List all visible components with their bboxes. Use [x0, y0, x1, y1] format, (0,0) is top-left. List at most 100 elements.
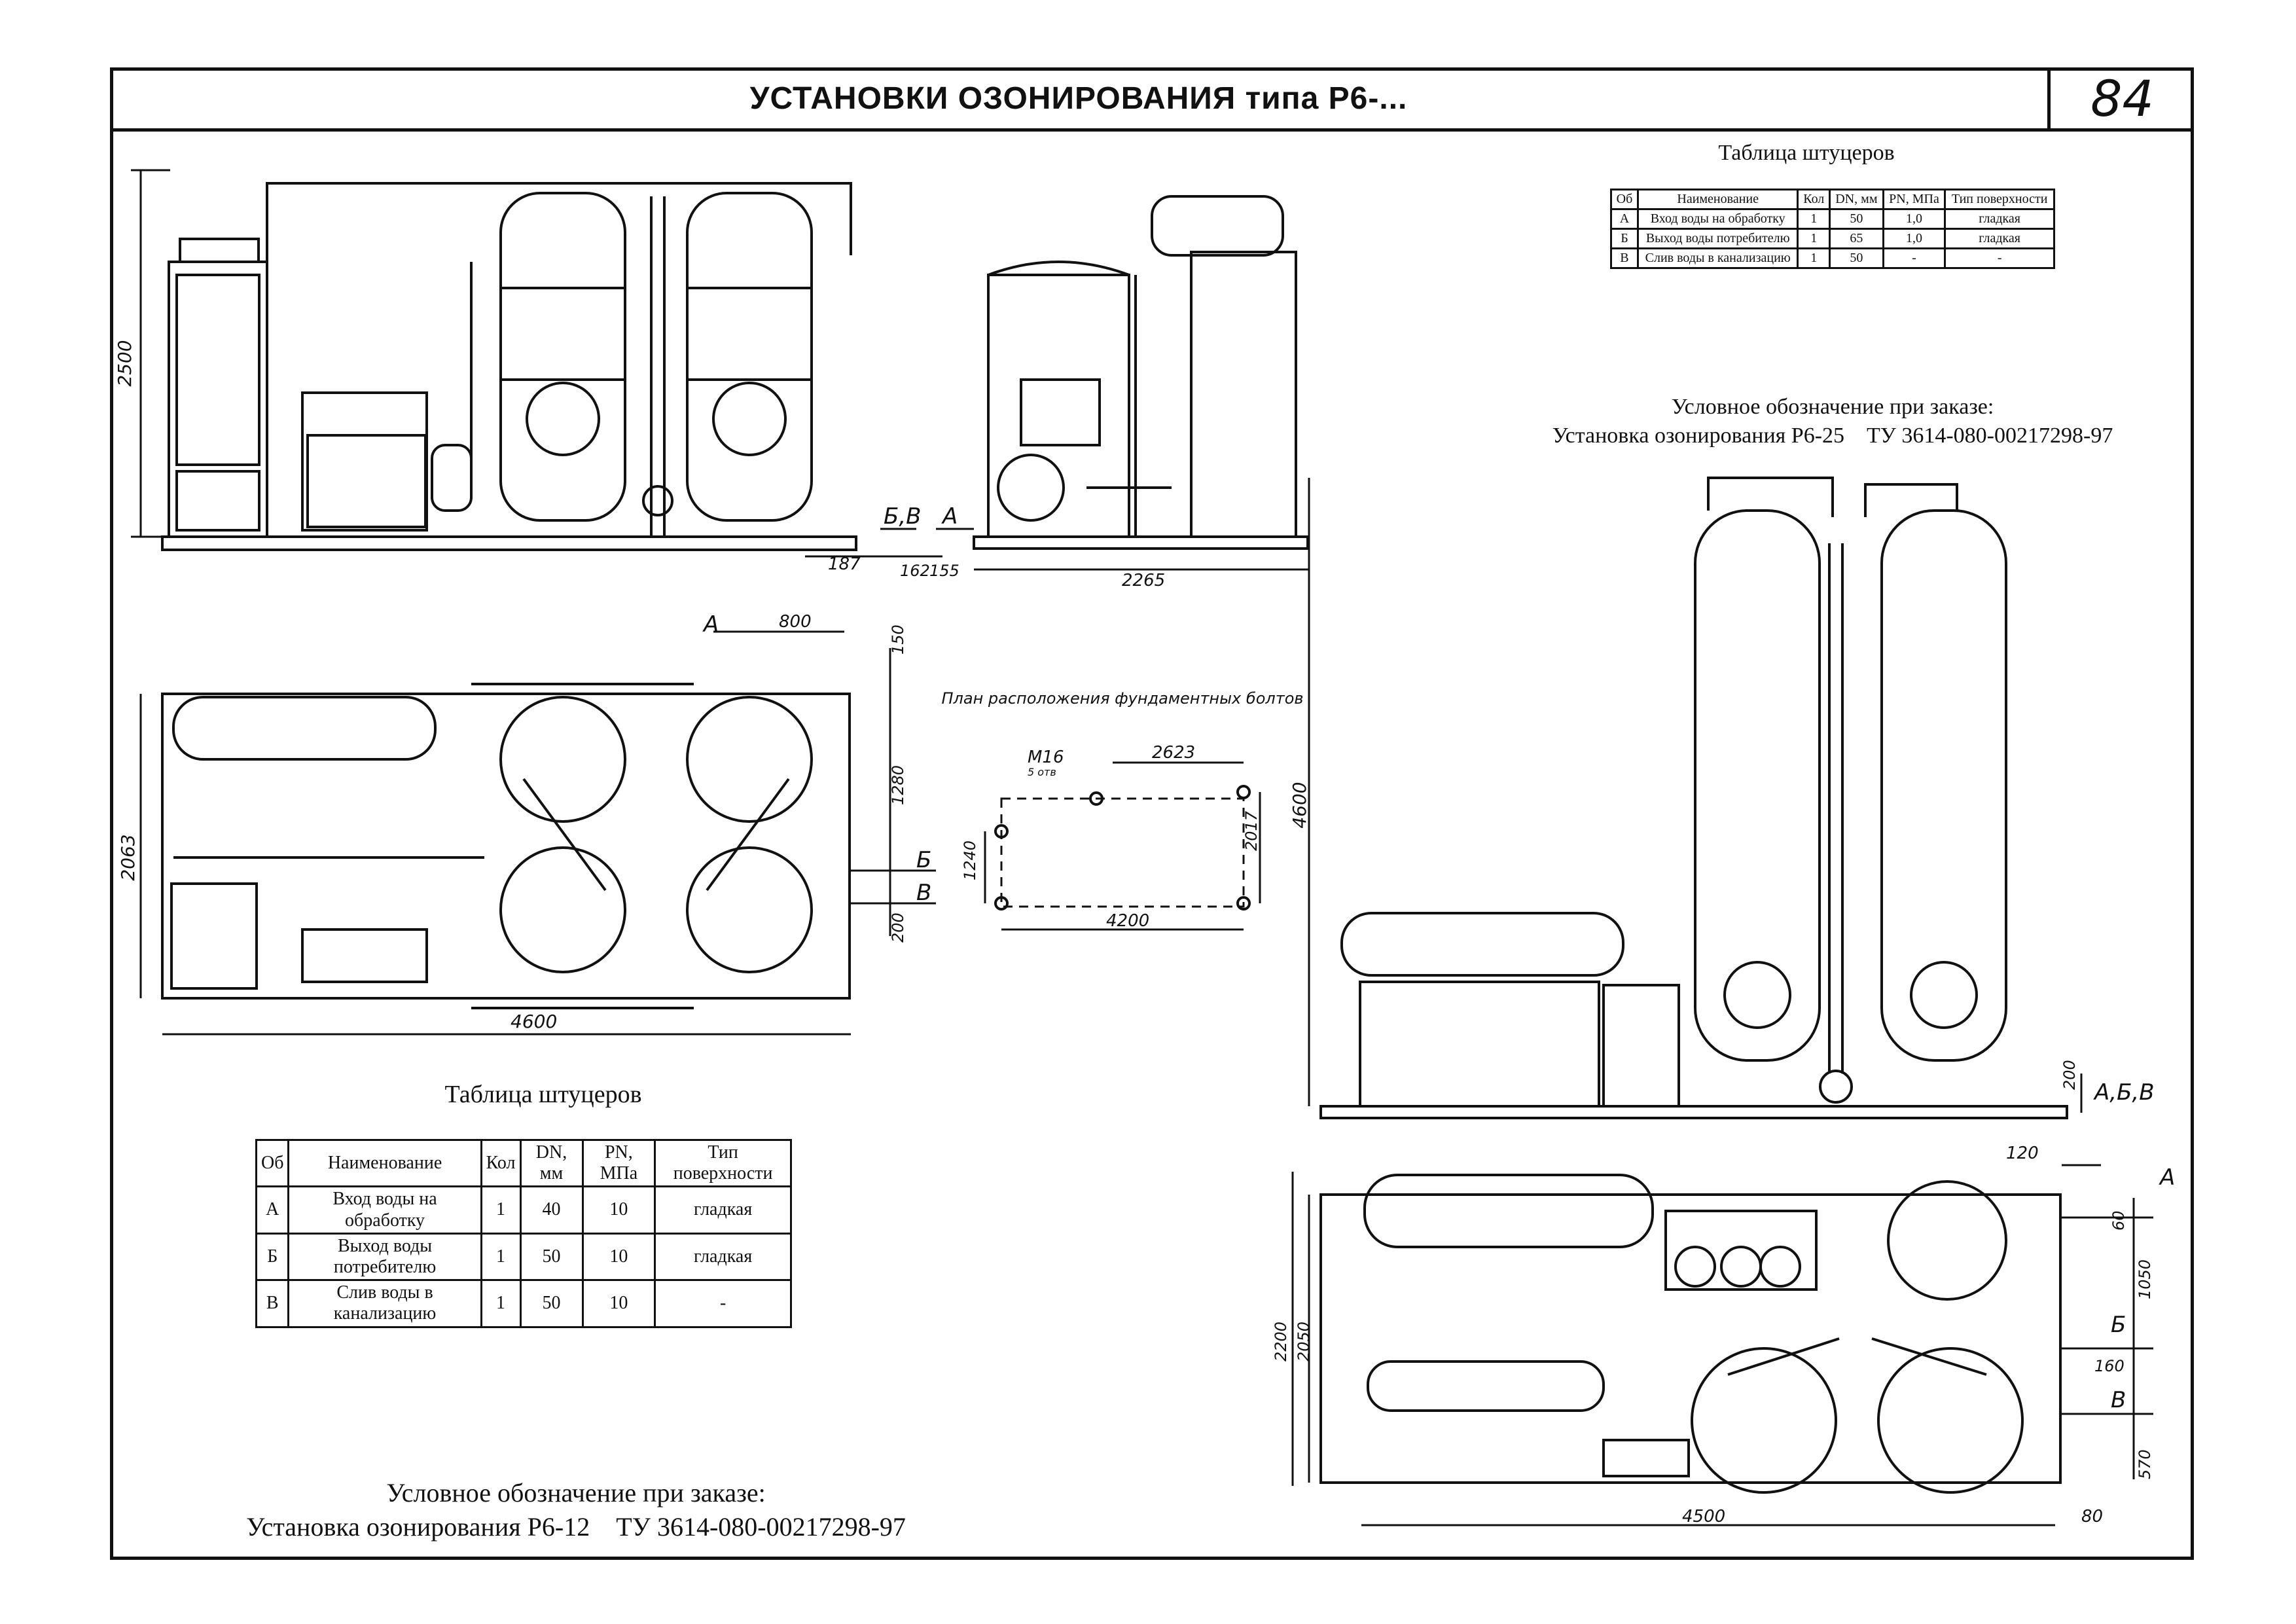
order-value: Установка озонирования Р6-25 ТУ 3614-080…	[1552, 424, 2113, 448]
table-cell: гладкая	[654, 1185, 792, 1235]
table-cell: 10	[581, 1232, 656, 1282]
dim-rp-1050: 1050	[2136, 1259, 2154, 1299]
table-cell: 50	[519, 1232, 584, 1282]
dim-plan-200: 200	[889, 912, 907, 943]
dim-front-187: 187	[828, 554, 861, 574]
label-rp-v: В	[2111, 1387, 2126, 1413]
dim-r6-25-200: 200	[2060, 1060, 2079, 1090]
table-cell: -	[654, 1279, 792, 1328]
order-value: Установка озонирования Р6-12 ТУ 3614-080…	[246, 1512, 906, 1542]
label-plan-a: А	[702, 611, 719, 638]
table-cell: Б	[255, 1232, 290, 1282]
bolts-plan-title: План расположения фундаментных болтов	[941, 689, 1303, 708]
dim-front-162: 162	[900, 562, 930, 580]
dim-bolts-2017: 2017	[1242, 810, 1261, 851]
title-block: УСТАНОВКИ ОЗОНИРОВАНИЯ типа Р6-... 84	[110, 67, 2194, 132]
label-side-connection: А	[941, 503, 958, 530]
dim-rp-60: 60	[2109, 1210, 2128, 1231]
table-cell: 10	[581, 1185, 656, 1235]
large-table-header: PN, МПа	[581, 1138, 656, 1188]
table-cell: Вход воды на обработку	[287, 1185, 482, 1235]
large-table-caption: Таблица штуцеров	[444, 1081, 642, 1108]
table-cell: 10	[581, 1279, 656, 1328]
table-cell: Вход воды на обработку	[1636, 208, 1799, 230]
small-table-header: Кол	[1797, 189, 1831, 210]
dim-rp-2200: 2200	[1272, 1322, 1290, 1362]
order-label: Условное обозначение при заказе:	[1671, 395, 1994, 419]
order-designation-r6-25: Условное обозначение при заказе: Установ…	[1505, 393, 2160, 450]
dim-rp-80: 80	[2081, 1507, 2103, 1526]
table-cell: 50	[1829, 247, 1884, 269]
label-plan-v: В	[916, 880, 931, 906]
table-cell: 1	[1797, 208, 1831, 230]
small-table-header: Об	[1610, 189, 1639, 210]
front-view-drawing	[131, 169, 942, 558]
table-cell: -	[1944, 247, 2055, 269]
large-table-header: Об	[255, 1138, 290, 1188]
table-cell: 65	[1829, 228, 1884, 249]
dim-plan-width: 4600	[511, 1011, 557, 1032]
dim-rp-120: 120	[2006, 1144, 2039, 1163]
table-cell: 1,0	[1882, 228, 1946, 249]
table-cell: 50	[519, 1279, 584, 1328]
table-cell: Слив воды в канализацию	[1636, 247, 1799, 269]
plan-view-drawing	[139, 630, 936, 1036]
drawing-frame	[110, 67, 2194, 1560]
dim-plan-800: 800	[779, 612, 812, 632]
dim-r6-25-height: 4600	[1289, 782, 1310, 828]
order-label: Условное обозначение при заказе:	[386, 1478, 766, 1507]
table-cell: Выход воды потребителю	[287, 1232, 482, 1282]
large-fittings-table: Об Наименование Кол DN, мм PN, МПа Тип п…	[255, 1138, 792, 1328]
table-cell: 1	[480, 1232, 522, 1282]
small-table-header: Наименование	[1636, 189, 1799, 210]
dim-front-height: 2500	[114, 340, 135, 386]
bolts-qty-label: 5 отв	[1028, 766, 1056, 778]
dim-plan-150: 150	[889, 624, 907, 655]
dim-rp-570: 570	[2136, 1449, 2154, 1479]
side-view-drawing	[936, 195, 1309, 571]
table-cell: А	[255, 1185, 290, 1235]
table-cell: 50	[1829, 208, 1884, 230]
table-cell: В	[255, 1279, 290, 1328]
large-table-header: DN, мм	[519, 1138, 584, 1188]
table-cell: Б	[1610, 228, 1639, 249]
table-row: Б Выход воды потребителю 1 65 1,0 гладка…	[1610, 228, 2055, 249]
small-table-header: DN, мм	[1829, 189, 1884, 210]
table-cell: гладкая	[654, 1232, 792, 1282]
dim-rp-2050: 2050	[1295, 1322, 1313, 1362]
table-cell: Слив воды в канализацию	[287, 1279, 482, 1328]
table-cell: гладкая	[1944, 208, 2055, 230]
bolts-m16-label: М16	[1028, 748, 1064, 767]
dim-rp-160: 160	[2094, 1357, 2125, 1375]
table-cell: 1	[480, 1279, 522, 1328]
table-cell: Выход воды потребителю	[1636, 228, 1799, 249]
page-number-box: 84	[2047, 67, 2194, 128]
small-table-header: PN, МПа	[1882, 189, 1946, 210]
dim-plan-1280: 1280	[889, 765, 907, 805]
table-cell: 1,0	[1882, 208, 1946, 230]
large-table-header: Кол	[480, 1138, 522, 1188]
label-plan-b: Б	[916, 847, 931, 873]
dim-bolts-2623: 2623	[1152, 743, 1195, 763]
r6-25-plan-view-drawing	[1291, 1164, 2153, 1526]
table-cell: 1	[1797, 228, 1831, 249]
table-cell: 1	[480, 1185, 522, 1235]
label-r6-25-connection: А,Б,В	[2093, 1079, 2155, 1106]
large-table-header: Наименование	[287, 1138, 482, 1188]
page-title: УСТАНОВКИ ОЗОНИРОВАНИЯ типа Р6-...	[749, 81, 1408, 116]
dim-plan-height: 2063	[117, 834, 139, 880]
small-table-header: Тип поверхности	[1944, 189, 2055, 210]
table-cell: -	[1882, 247, 1946, 269]
order-designation-r6-12: Условное обозначение при заказе: Установ…	[183, 1476, 969, 1544]
table-cell: 40	[519, 1185, 584, 1235]
dim-side-width: 2265	[1122, 571, 1165, 590]
table-row: В Слив воды в канализацию 1 50 10 -	[255, 1279, 792, 1328]
table-cell: А	[1610, 208, 1639, 230]
label-rp-a: А	[2159, 1164, 2175, 1191]
dim-front-155: 155	[929, 562, 960, 580]
table-row: А Вход воды на обработку 1 50 1,0 гладка…	[1610, 208, 2055, 230]
dim-bolts-4200: 4200	[1106, 911, 1149, 931]
r6-25-front-view-drawing	[1308, 477, 2083, 1119]
table-cell: гладкая	[1944, 228, 2055, 249]
